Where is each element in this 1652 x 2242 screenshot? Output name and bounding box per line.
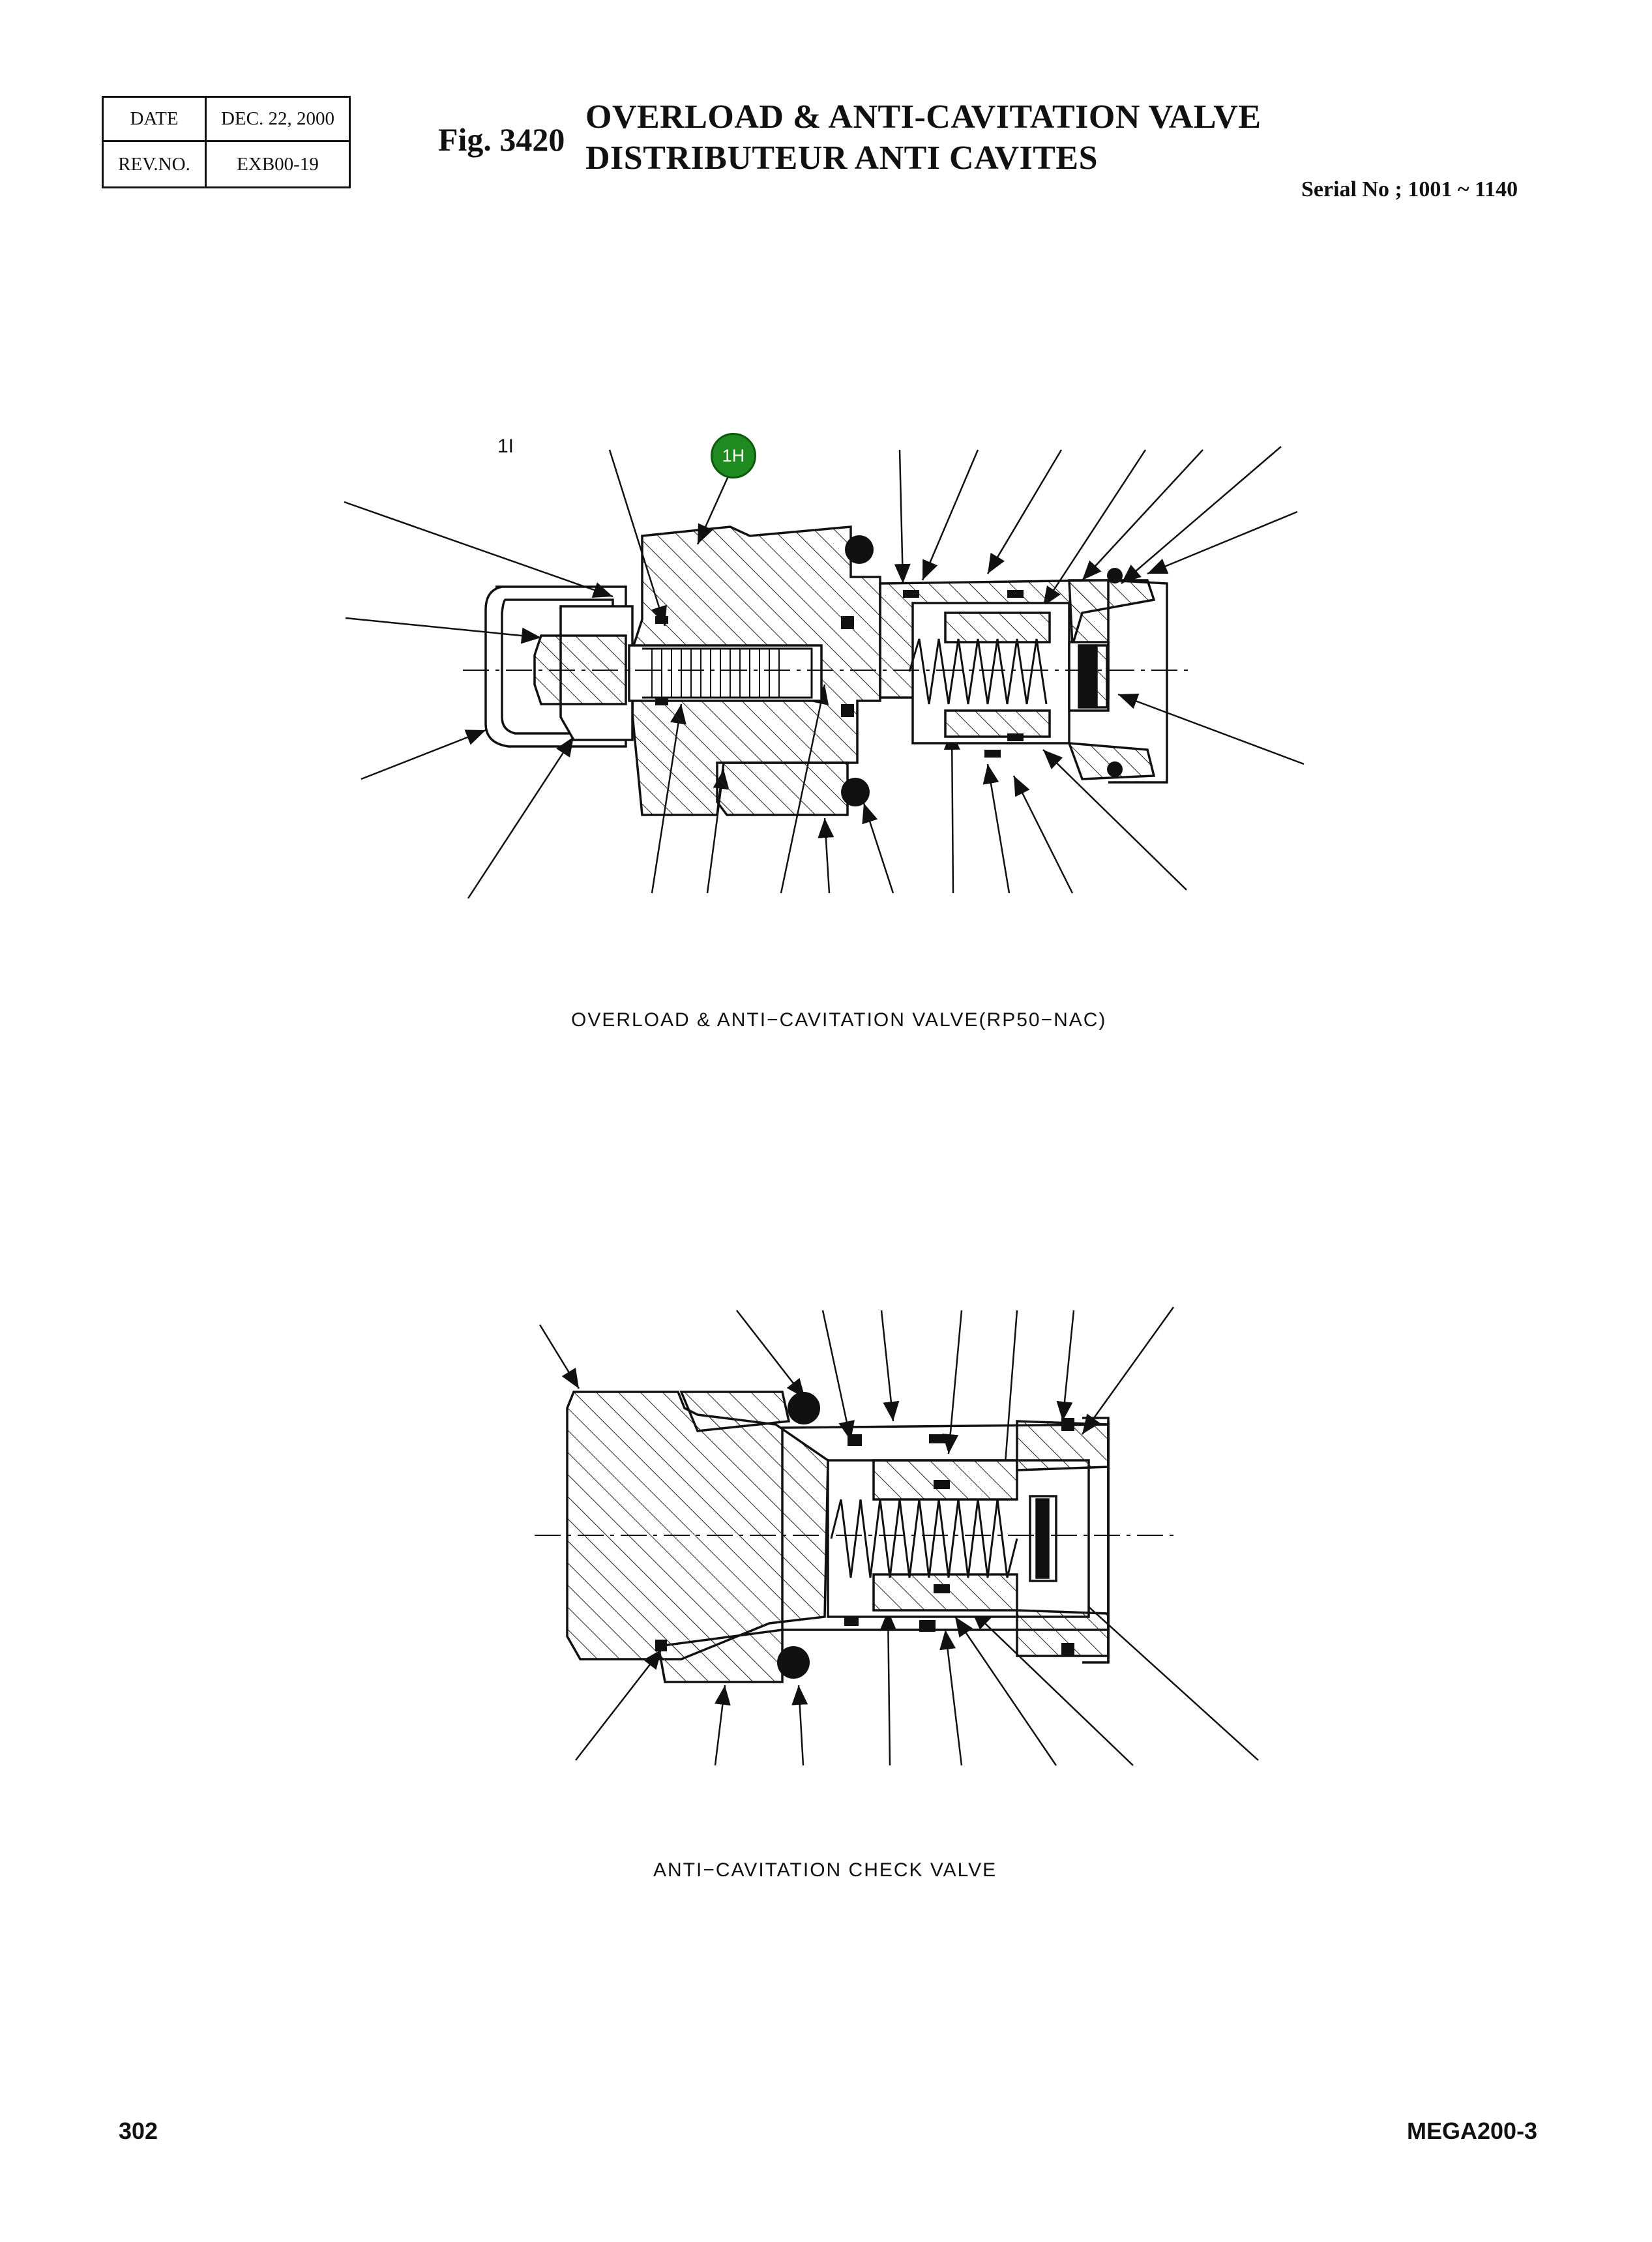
page-title-english: OVERLOAD & ANTI-CAVITATION VALVE xyxy=(585,98,1261,136)
top-oring-right-upper xyxy=(1107,568,1123,583)
rev-value: EXB00-19 xyxy=(237,153,319,175)
revision-table: DATE DEC. 22, 2000 REV.NO. EXB00-19 xyxy=(102,96,351,188)
top-threaded-stem xyxy=(642,647,813,699)
top-oring-lower xyxy=(841,778,870,806)
top-diagram-caption: OVERLOAD & ANTI−CAVITATION VALVE(RP50−NA… xyxy=(571,1009,1107,1031)
bottom-spring xyxy=(830,1499,1018,1578)
serial-number-range: Serial No ; 1001 ~ 1140 xyxy=(1301,177,1518,201)
top-oring-right-lower xyxy=(1107,761,1123,777)
rev-label: REV.NO. xyxy=(104,142,207,186)
model-code: MEGA200-3 xyxy=(1407,2117,1538,2144)
bottom-seal-marks xyxy=(655,1418,1074,1656)
bottom-oring-lower xyxy=(777,1646,810,1679)
top-seal-marks xyxy=(655,590,1024,758)
callout-badge-1h[interactable]: 1H xyxy=(711,433,756,479)
date-label: DATE xyxy=(104,98,207,140)
date-value: DEC. 22, 2000 xyxy=(221,108,334,129)
bottom-oring-upper xyxy=(788,1392,820,1424)
rev-row: REV.NO. EXB00-19 xyxy=(104,142,349,186)
date-row: DATE DEC. 22, 2000 xyxy=(104,98,349,142)
figure-number: Fig. 3420 xyxy=(438,121,565,158)
top-spring xyxy=(908,638,1048,705)
page-title-french: DISTRIBUTEUR ANTI CAVITES xyxy=(585,140,1099,177)
top-thread-lines xyxy=(651,649,780,698)
top-oring-upper xyxy=(845,535,874,564)
callout-label-1i: 1I xyxy=(497,435,514,457)
bottom-diagram-caption: ANTI−CAVITATION CHECK VALVE xyxy=(653,1859,997,1881)
page-number: 302 xyxy=(119,2117,158,2144)
bottom-valve-body xyxy=(566,1391,1110,1683)
